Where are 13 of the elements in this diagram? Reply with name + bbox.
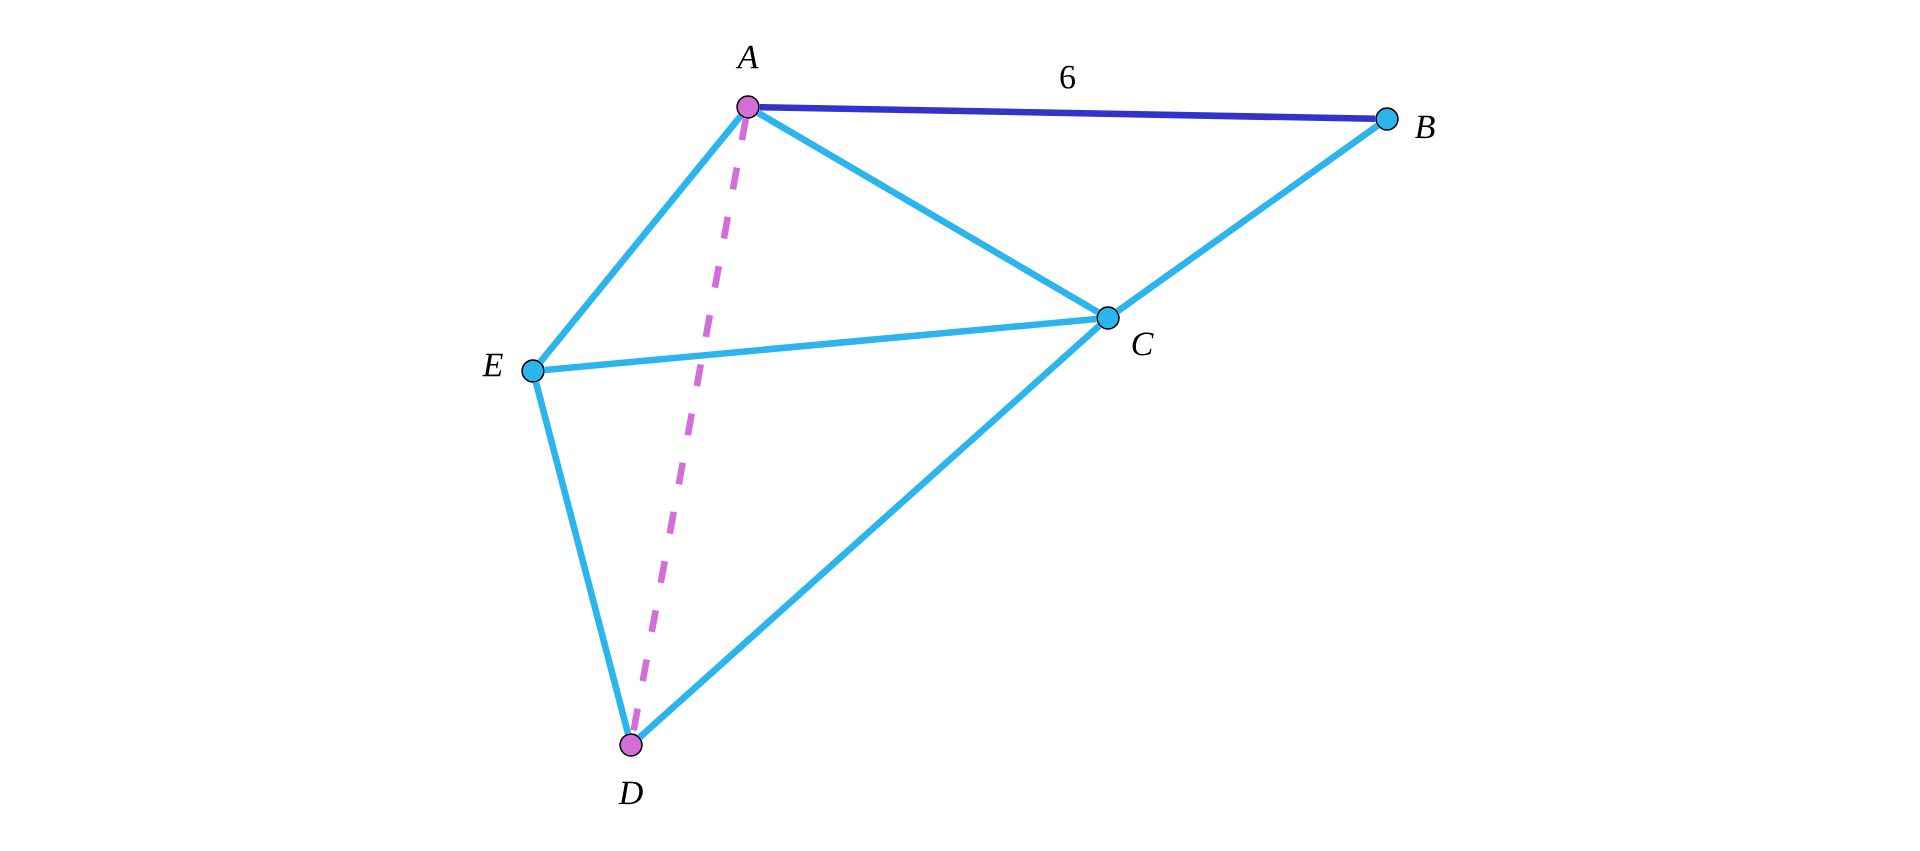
line-segment [759,103,1376,123]
line-segment [637,323,1102,740]
point-label: E [482,353,503,377]
line-segment [756,110,1100,315]
point-label: A [735,45,759,69]
point-label: B [1414,115,1435,139]
edge-label: 6 [1060,65,1075,89]
line-segment [532,381,632,735]
line-segment [537,113,744,364]
line-segment [544,315,1097,374]
point-label: C [1132,332,1154,356]
point-label: D [618,781,643,805]
line-segment [1115,123,1380,314]
